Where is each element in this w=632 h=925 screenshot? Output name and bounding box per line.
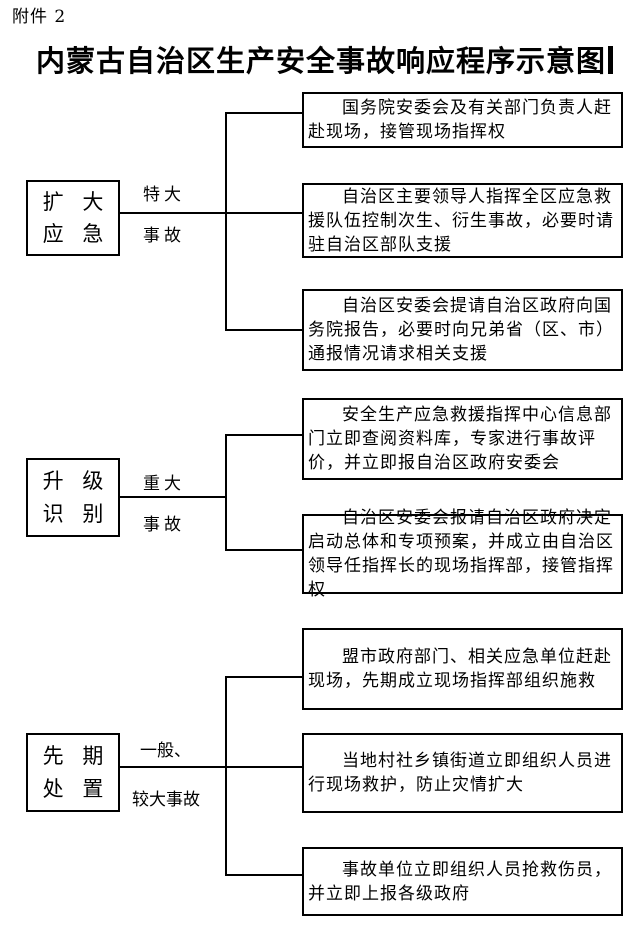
stage-label-line1: 扩 大 [42,189,104,214]
text-cursor [608,46,614,74]
outcome-box: 当地村社乡镇街道立即组织人员进行现场救护，防止灾情扩大 [302,733,623,813]
outcome-box: 自治区安委会提请自治区政府向国务院报告，必要时向兄弟省（区、市）通报情况请求相关… [302,289,623,371]
connector-hline-g1-top [225,112,303,114]
severity-label-top: 重大 [143,474,185,494]
connector-hline-g1-bottom [225,329,303,331]
stage-box-initial-disposal: 先 期 处 置 [26,733,120,812]
connector-vline-g2-trunk [225,434,227,551]
connector-hline-g1-middle [119,212,303,214]
outcome-box: 国务院安委会及有关部门负责人赶赴现场，接管现场指挥权 [302,92,623,148]
connector-hline-g3-bottom [225,874,303,876]
outcome-text: 自治区安委会报请自治区政府决定启动总体和专项预案，并成立由自治区领导任指挥长的现… [308,508,614,600]
severity-label-top: 特大 [143,185,185,205]
stage-label-line1: 升 级 [42,469,104,494]
stage-label-line1: 先 期 [42,744,104,769]
connector-hline-g2-left [119,496,227,498]
outcome-text: 自治区主要领导人指挥全区应急救援队伍控制次生、衍生事故，必要时请驻自治区部队支援 [308,186,614,255]
severity-label-bottom: 较大事故 [132,790,200,810]
outcome-text: 事故单位立即组织人员抢救伤员，并立即上报各级政府 [308,859,612,904]
attachment-label: 附件 2 [12,7,67,27]
stage-label-line2: 处 置 [42,776,104,801]
stage-box-expand-emergency: 扩 大 应 急 [26,180,120,256]
severity-label-bottom: 事故 [143,515,185,535]
connector-hline-g3-top [225,676,303,678]
stage-label-line2: 应 急 [42,222,104,246]
connector-hline-g2-bottom [225,549,303,551]
outcome-box: 自治区主要领导人指挥全区应急救援队伍控制次生、衍生事故，必要时请驻自治区部队支援 [302,183,623,258]
outcome-box: 事故单位立即组织人员抢救伤员，并立即上报各级政府 [302,847,623,916]
connector-vline-g1-trunk [225,112,227,331]
stage-label-line2: 识 别 [42,501,104,526]
page-title-text: 内蒙古自治区生产安全事故响应程序示意图 [36,44,607,78]
outcome-box: 自治区安委会报请自治区政府决定启动总体和专项预案，并成立由自治区领导任指挥长的现… [302,508,623,600]
outcome-text: 当地村社乡镇街道立即组织人员进行现场救护，防止灾情扩大 [308,751,612,795]
severity-label-top: 一般、 [140,741,191,761]
connector-hline-g2-top [225,434,303,436]
outcome-text: 盟市政府部门、相关应急单位赶赴现场，先期成立现场指挥部组织施救 [308,647,612,691]
connector-hline-g3-middle [119,766,303,768]
outcome-box: 安全生产应急救援指挥中心信息部门立即查阅资料库，专家进行事故评价，并立即报自治区… [302,398,623,480]
outcome-box: 盟市政府部门、相关应急单位赶赴现场，先期成立现场指挥部组织施救 [302,628,623,710]
outcome-text: 自治区安委会提请自治区政府向国务院报告，必要时向兄弟省（区、市）通报情况请求相关… [308,296,614,364]
connector-vline-g3-trunk [225,676,227,876]
page-title: 内蒙古自治区生产安全事故响应程序示意图 [36,38,614,80]
outcome-text: 国务院安委会及有关部门负责人赶赴现场，接管现场指挥权 [308,98,612,142]
severity-label-bottom: 事故 [143,226,185,246]
outcome-text: 安全生产应急救援指挥中心信息部门立即查阅资料库，专家进行事故评价，并立即报自治区… [308,405,612,473]
stage-box-upgrade-identification: 升 级 识 别 [26,458,120,537]
